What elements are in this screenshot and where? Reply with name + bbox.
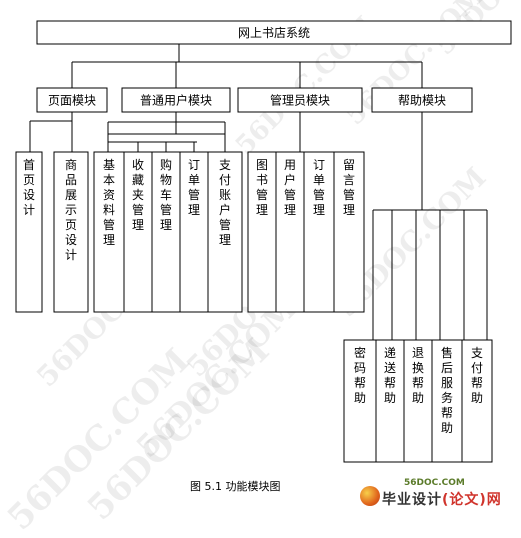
module-box-2: 普通用户模块 [121, 87, 231, 113]
admin-module-item-1-frame [247, 151, 277, 313]
admin-module-item-3-frame [303, 151, 335, 313]
user-module-item-2: 收藏夹管理 [123, 151, 153, 313]
help-module-item-5: 支付帮助 [461, 339, 493, 463]
module-box-3: 管理员模块 [237, 87, 363, 113]
admin-module-item-4: 留言管理 [333, 151, 365, 313]
help-module-item-5-frame [461, 339, 493, 463]
module-box-4: 帮助模块 [371, 87, 473, 113]
help-module-item-4: 售后服务帮助 [431, 339, 463, 463]
user-module-item-3-label: 购物车管理 [160, 157, 172, 232]
help-module-item-3-label: 退换帮助 [412, 346, 424, 405]
admin-module-item-2-frame [275, 151, 305, 313]
user-module-item-5-label: 支付账户管理 [219, 158, 231, 247]
root-box-frame [36, 20, 512, 45]
user-module-item-1-frame [93, 151, 125, 313]
user-module-item-1: 基本资料管理 [93, 151, 125, 313]
figure-caption: 图 5.1 功能模块图 [190, 480, 281, 493]
connector-lines [29, 44, 488, 340]
page-module-item-2: 商品展示页设计 [53, 151, 89, 313]
module-box-2-frame [121, 87, 231, 113]
admin-module-item-1: 图书管理 [247, 151, 277, 313]
logo-ball-icon [360, 486, 380, 506]
user-module-item-1-label: 基本资料管理 [103, 158, 115, 247]
help-module-item-1-frame [343, 339, 377, 463]
root-box-label: 网上书店系统 [238, 26, 310, 40]
user-module-item-3: 购物车管理 [151, 151, 181, 313]
page-module-item-1-label: 首页设计 [23, 158, 35, 217]
help-module-item-1-label: 密码帮助 [354, 345, 366, 405]
module-box-2-label: 普通用户模块 [140, 93, 212, 108]
module-box-1-label: 页面模块 [48, 94, 96, 108]
module-box-3-frame [237, 87, 363, 113]
site-logo: 56DOC.COM 毕业设计(论文)网 [352, 478, 520, 510]
admin-module-item-3-label: 订单管理 [313, 158, 325, 217]
help-module-item-2-label: 递送帮助 [384, 346, 396, 405]
admin-module-item-3: 订单管理 [303, 151, 335, 313]
user-module-item-2-label: 收藏夹管理 [132, 158, 144, 232]
page-module-item-1: 首页设计 [15, 151, 43, 313]
admin-module-item-2-label: 用户管理 [284, 158, 296, 217]
help-module-item-3-frame [403, 339, 433, 463]
user-module-item-4-frame [179, 151, 209, 313]
root-box: 网上书店系统 [36, 20, 512, 45]
user-module-item-4: 订单管理 [179, 151, 209, 313]
help-module-item-1: 密码帮助 [343, 339, 377, 463]
help-module-item-5-label: 支付帮助 [471, 346, 483, 405]
help-module-item-4-label: 售后服务帮助 [441, 345, 453, 435]
user-module-item-5: 支付账户管理 [207, 151, 243, 313]
user-module-item-4-label: 订单管理 [188, 158, 200, 217]
module-box-4-label: 帮助模块 [398, 94, 446, 108]
user-module-item-5-frame [207, 151, 243, 313]
admin-module-item-2: 用户管理 [275, 151, 305, 313]
logo-small-text: 56DOC.COM [404, 478, 465, 488]
module-box-3-label: 管理员模块 [270, 93, 330, 108]
page-module-item-2-frame [53, 151, 89, 313]
user-module-item-2-frame [123, 151, 153, 313]
help-module-item-3: 退换帮助 [403, 339, 433, 463]
help-module-item-4-frame [431, 339, 463, 463]
module-box-4-frame [371, 87, 473, 113]
page-module-item-2-label: 商品展示页设计 [65, 157, 77, 262]
user-module-item-3-frame [151, 151, 181, 313]
module-box-1-frame [36, 87, 108, 113]
page-module-item-1-frame [15, 151, 43, 313]
module-box-1: 页面模块 [36, 87, 108, 113]
help-module-item-2: 递送帮助 [375, 339, 405, 463]
logo-main-text: 毕业设计(论文)网 [382, 492, 502, 508]
admin-module-item-4-frame [333, 151, 365, 313]
admin-module-item-1-label: 图书管理 [256, 158, 268, 217]
admin-module-item-4-label: 留言管理 [343, 158, 355, 217]
